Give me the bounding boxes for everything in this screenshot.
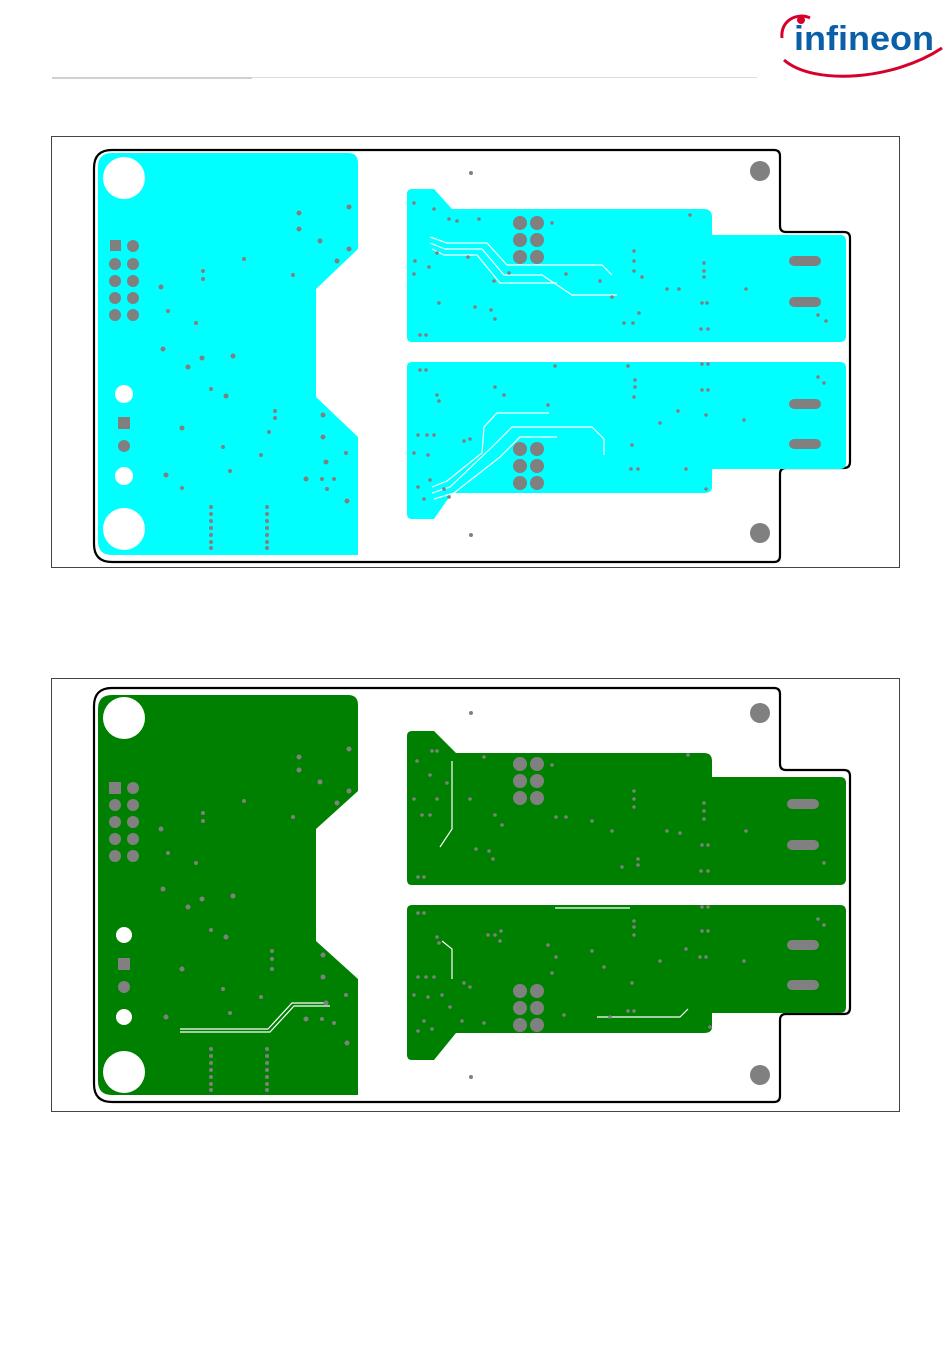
pcb-bottom-layer-drawing xyxy=(52,679,899,1111)
header-rule-extension xyxy=(252,77,757,78)
pcb-top-layer-drawing xyxy=(52,137,899,567)
pcb-bottom-layer-figure xyxy=(51,678,900,1112)
left-copper-pour xyxy=(98,153,358,555)
copper-pours xyxy=(98,153,846,555)
svg-text:infineon: infineon xyxy=(794,20,934,58)
pcb-top-layer-figure xyxy=(51,136,900,568)
left-copper-pour xyxy=(98,695,358,1095)
header-rule xyxy=(52,77,252,79)
infineon-logo: infineon xyxy=(774,8,946,78)
copper-pours xyxy=(98,695,846,1095)
